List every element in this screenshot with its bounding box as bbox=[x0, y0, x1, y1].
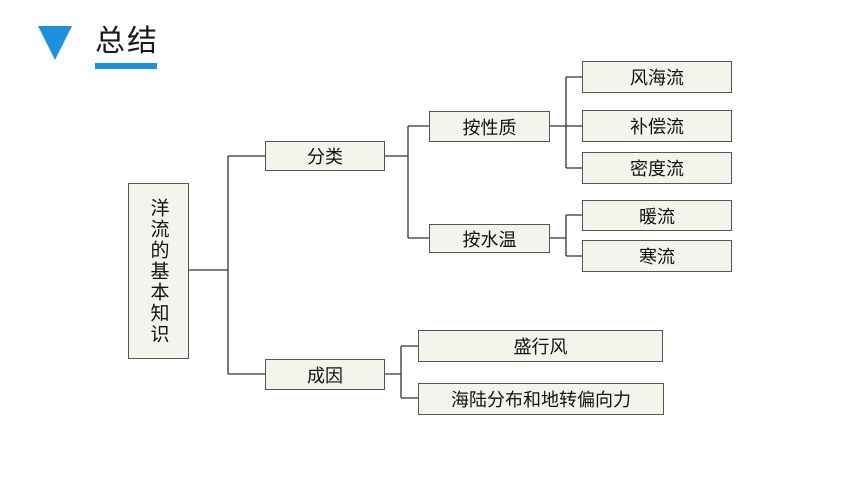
node-by-nature: 按性质 bbox=[429, 111, 550, 142]
title-underline bbox=[95, 63, 157, 69]
connector-by-temperature bbox=[550, 214, 582, 257]
node-by-temperature-label: 按水温 bbox=[462, 229, 517, 251]
title-triangle-icon bbox=[38, 26, 72, 60]
leaf-cold-current: 寒流 bbox=[582, 240, 732, 272]
page-title: 总结 bbox=[95, 24, 159, 59]
connector-root bbox=[189, 155, 265, 375]
leaf-prevailing-wind: 盛行风 bbox=[418, 330, 663, 362]
leaf-warm-current: 暖流 bbox=[582, 200, 732, 231]
leaf-density-current-label: 密度流 bbox=[630, 159, 684, 180]
leaf-warm-current-label: 暖流 bbox=[639, 206, 675, 228]
connector-causes bbox=[385, 345, 418, 399]
node-classification: 分类 bbox=[265, 141, 385, 171]
node-causes: 成因 bbox=[265, 359, 385, 390]
node-by-nature-label: 按性质 bbox=[462, 117, 517, 139]
leaf-cold-current-label: 寒流 bbox=[639, 247, 675, 268]
root-label: 洋流的基本知识 bbox=[147, 197, 170, 345]
root-node: 洋流的基本知识 bbox=[128, 183, 189, 359]
connector-by-nature bbox=[550, 76, 582, 169]
connector-classification bbox=[385, 125, 429, 239]
leaf-land-sea-rotation: 海陆分布和地转偏向力 bbox=[418, 383, 664, 415]
node-classification-label: 分类 bbox=[307, 147, 343, 168]
node-by-temperature: 按水温 bbox=[429, 224, 550, 253]
leaf-compensation-current: 补偿流 bbox=[582, 110, 732, 142]
node-causes-label: 成因 bbox=[307, 365, 343, 387]
leaf-prevailing-wind-label: 盛行风 bbox=[513, 337, 568, 358]
leaf-wind-current-label: 风海流 bbox=[630, 68, 684, 89]
leaf-wind-current: 风海流 bbox=[582, 61, 732, 93]
leaf-compensation-current-label: 补偿流 bbox=[630, 117, 684, 138]
leaf-land-sea-rotation-label: 海陆分布和地转偏向力 bbox=[451, 390, 631, 411]
leaf-density-current: 密度流 bbox=[582, 152, 732, 184]
